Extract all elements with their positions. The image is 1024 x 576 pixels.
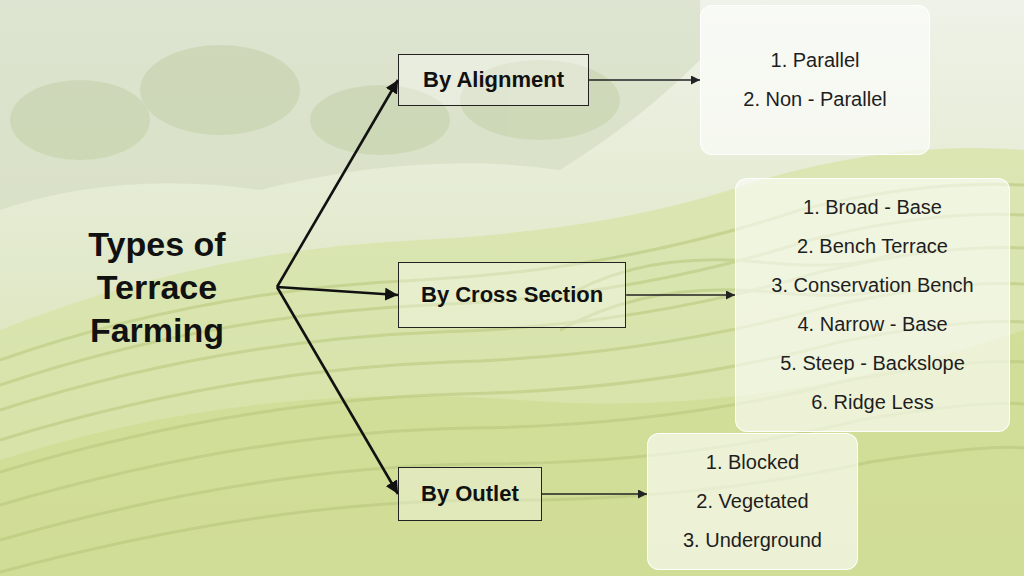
branch-arrow [277, 287, 398, 494]
list-item: 1. Parallel [771, 41, 860, 80]
title-node: Types of Terrace Farming [37, 223, 277, 352]
forest-hill [0, 0, 700, 210]
list-item: 6. Ridge Less [811, 383, 933, 422]
list-arrow [626, 294, 735, 295]
list-item: 3. Conservation Bench [771, 266, 973, 305]
category-box: By Cross Section [398, 262, 626, 328]
list-item: 1. Broad - Base [803, 188, 942, 227]
diagram-title: Types of Terrace Farming [37, 223, 277, 352]
box-label: By Alignment [423, 67, 564, 93]
branch-arrow [277, 287, 398, 295]
type-list-panel: 1. Blocked2. Vegetated3. Underground [647, 433, 858, 570]
box-label: By Cross Section [421, 282, 603, 308]
terrace-hill [0, 330, 1024, 576]
category-box: By Outlet [398, 467, 542, 521]
box-label: By Outlet [421, 481, 519, 507]
type-list-panel: 1. Parallel2. Non - Parallel [700, 5, 930, 155]
type-list-panel: 1. Broad - Base2. Bench Terrace3. Conser… [735, 178, 1010, 432]
list-item: 2. Vegetated [696, 482, 808, 521]
list-arrow [542, 493, 647, 494]
category-box: By Alignment [398, 54, 589, 106]
list-item: 4. Narrow - Base [797, 305, 947, 344]
terrace-hill [0, 148, 1024, 576]
list-item: 2. Bench Terrace [797, 227, 948, 266]
list-item: 2. Non - Parallel [743, 80, 886, 119]
branch-arrow [277, 80, 398, 287]
list-item: 3. Underground [683, 521, 822, 560]
list-item: 5. Steep - Backslope [780, 344, 965, 383]
tree-cluster [10, 45, 620, 160]
list-item: 1. Blocked [706, 443, 799, 482]
list-arrow [589, 79, 700, 80]
